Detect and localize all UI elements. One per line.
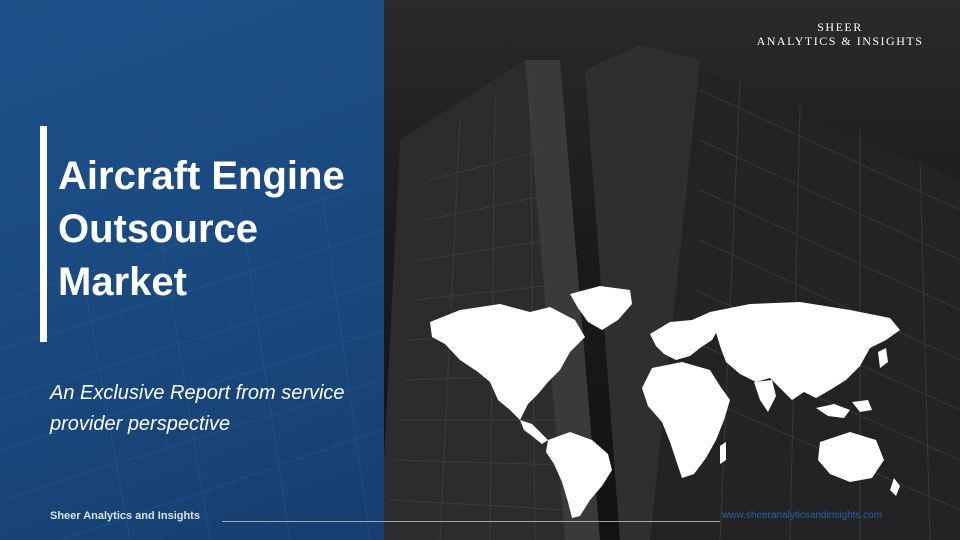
title-line-3: Market: [58, 260, 187, 304]
footer-company-name: Sheer Analytics and Insights: [50, 510, 200, 522]
world-map-icon: [430, 286, 900, 518]
title-accent-bar: [40, 126, 47, 342]
title-line-2: Outsource: [58, 207, 259, 251]
footer-divider: [222, 521, 720, 522]
report-subtitle: An Exclusive Report from service provide…: [50, 382, 345, 435]
title-line-1: Aircraft Engine: [58, 154, 345, 198]
brand-logo: SHEER ANALYTICS & INSIGHTS: [740, 20, 940, 48]
report-title: Aircraft Engine Outsource Market: [58, 150, 388, 309]
logo-line-1: SHEER: [817, 20, 863, 34]
blue-title-panel: [0, 0, 384, 540]
footer-website-link[interactable]: www.sheeranalyticsandinsights.com: [722, 510, 883, 521]
panel-texture: [0, 179, 384, 540]
logo-line-2: ANALYTICS & INSIGHTS: [756, 34, 924, 48]
